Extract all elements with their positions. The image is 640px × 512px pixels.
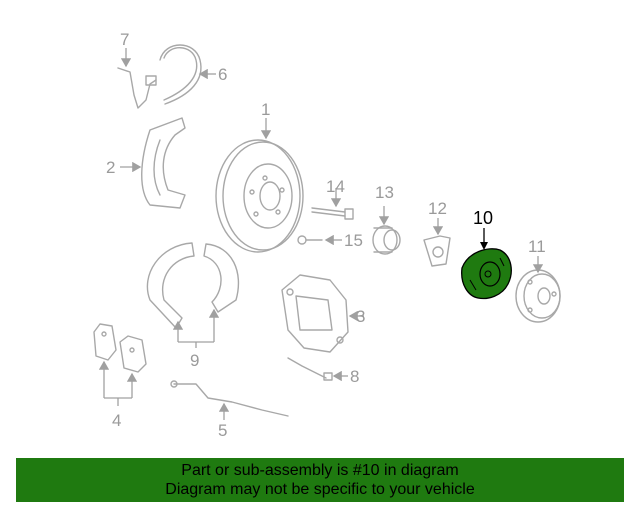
part-3-caliper[interactable] bbox=[281, 274, 364, 353]
callout-4: 4 bbox=[112, 411, 121, 430]
part-7-sensor-wire[interactable] bbox=[117, 48, 157, 109]
callout-10: 10 bbox=[473, 208, 493, 228]
callout-5: 5 bbox=[218, 421, 227, 440]
part-12-seal-plate[interactable] bbox=[423, 218, 451, 267]
part-8-brake-line[interactable] bbox=[287, 357, 348, 382]
info-banner: Part or sub-assembly is #10 in diagram D… bbox=[16, 458, 624, 502]
part-2-dust-shield[interactable] bbox=[120, 117, 186, 209]
callout-8: 8 bbox=[350, 367, 359, 386]
callout-15: 15 bbox=[344, 231, 363, 250]
part-9-brake-shoes[interactable] bbox=[146, 242, 240, 348]
callout-7: 7 bbox=[120, 30, 129, 49]
part-6-sensor-cable[interactable] bbox=[159, 44, 216, 105]
parts-diagram: 7 6 2 1 14 15 bbox=[93, 30, 561, 440]
callout-2: 2 bbox=[106, 158, 115, 177]
callout-12: 12 bbox=[428, 199, 447, 218]
banner-line-1: Part or sub-assembly is #10 in diagram bbox=[181, 462, 459, 479]
part-10-highlighted[interactable] bbox=[461, 228, 512, 300]
callout-1: 1 bbox=[261, 100, 270, 119]
callout-14: 14 bbox=[326, 177, 345, 196]
part-13-bearing[interactable] bbox=[372, 206, 401, 255]
callout-9: 9 bbox=[190, 351, 199, 370]
part-11-wheel-hub[interactable] bbox=[515, 256, 561, 323]
banner-line-2: Diagram may not be specific to your vehi… bbox=[165, 481, 475, 498]
callout-3: 3 bbox=[356, 307, 365, 326]
callout-6: 6 bbox=[218, 65, 227, 84]
callout-11: 11 bbox=[528, 237, 546, 256]
part-15-screw[interactable] bbox=[297, 234, 342, 246]
part-4-brake-pads[interactable] bbox=[93, 323, 147, 406]
part-5-sensor-cable[interactable] bbox=[170, 380, 289, 420]
part-1-brake-rotor[interactable] bbox=[215, 118, 304, 253]
part-14-bolt[interactable] bbox=[311, 188, 354, 220]
callout-13: 13 bbox=[375, 183, 394, 202]
